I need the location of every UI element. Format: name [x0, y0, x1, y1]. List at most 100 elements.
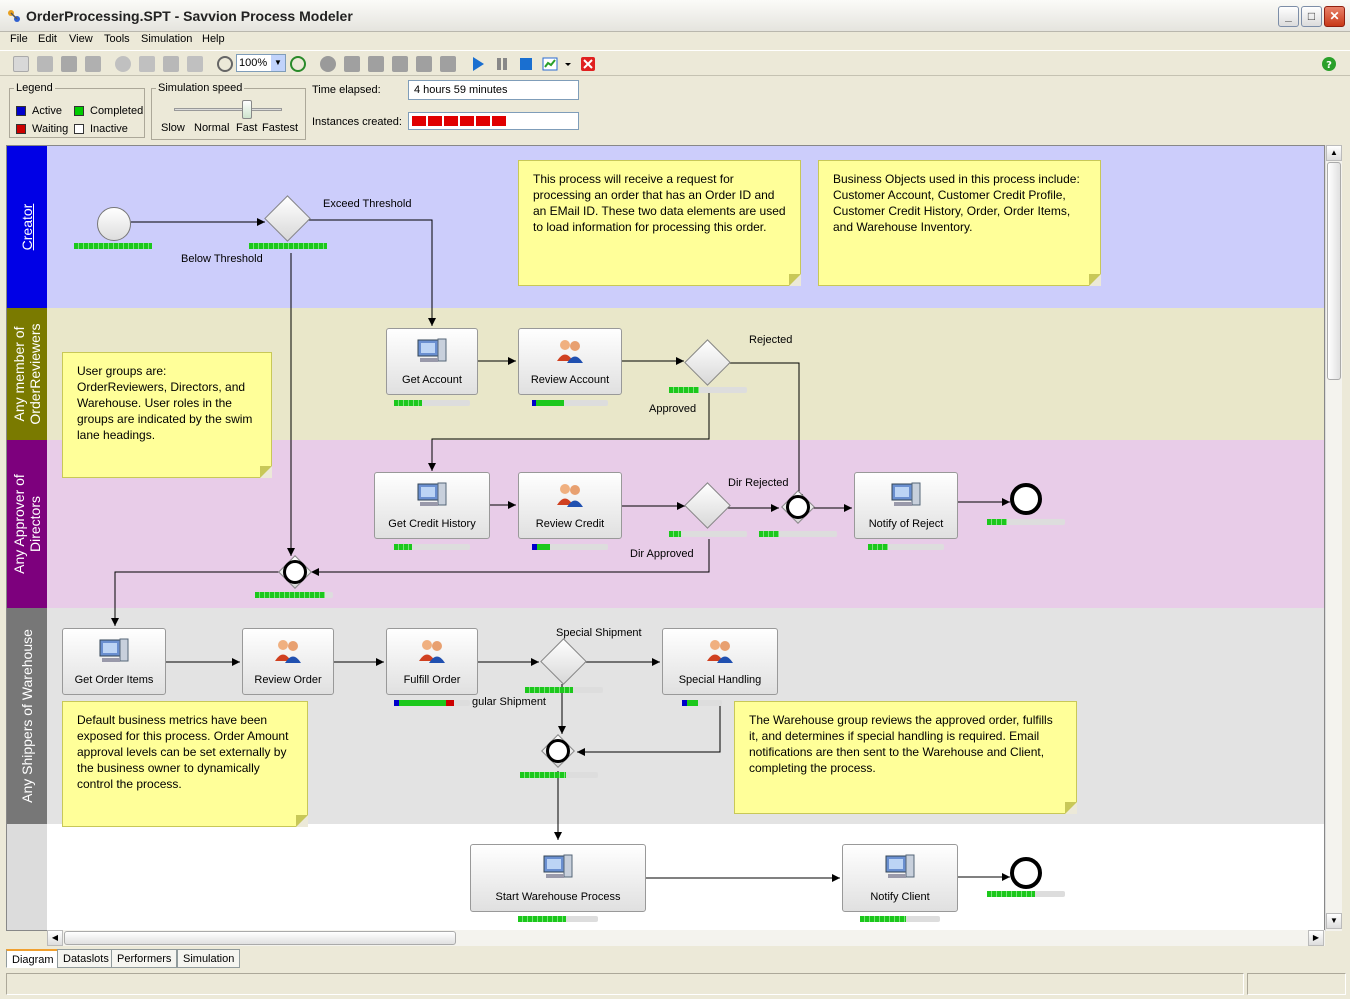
paste-icon[interactable]	[163, 56, 179, 72]
reject-end-event[interactable]	[1010, 483, 1042, 515]
note-process-intro[interactable]: This process will receive a request for …	[518, 160, 801, 286]
align-vertical-icon[interactable]	[392, 56, 408, 72]
task-label: Special Handling	[678, 674, 762, 686]
computer-icon	[885, 854, 915, 878]
layout-icon[interactable]	[440, 56, 456, 72]
tab-performers[interactable]: Performers	[111, 949, 178, 968]
menu-view[interactable]: View	[69, 33, 93, 45]
vertical-scroll-thumb[interactable]	[1327, 162, 1341, 380]
task-review-credit[interactable]: Review Credit	[518, 472, 622, 539]
complete-end-event[interactable]	[1010, 857, 1042, 889]
start-progress	[74, 243, 152, 249]
menu-help[interactable]: Help	[202, 33, 225, 45]
legend-completed-label: Completed	[90, 105, 144, 117]
start-warehouse-progress	[518, 916, 598, 922]
horizontal-scrollbar[interactable]: ◀ ▶	[47, 930, 1325, 946]
note-user-groups[interactable]: User groups are: OrderReviewers, Directo…	[62, 352, 272, 478]
tab-simulation[interactable]: Simulation	[177, 949, 241, 968]
time-elapsed-field: 4 hours 59 minutes	[408, 80, 579, 100]
undo-icon[interactable]	[115, 56, 131, 72]
users-icon	[557, 340, 583, 363]
legend-title: Legend	[14, 82, 55, 94]
new-icon[interactable]	[13, 56, 29, 72]
scroll-down-icon[interactable]: ▼	[1326, 913, 1342, 929]
note-business-objects[interactable]: Business Objects used in this process in…	[818, 160, 1101, 286]
menu-tools[interactable]: Tools	[104, 33, 130, 45]
task-label: Get Order Items	[74, 674, 154, 686]
note-business-metrics[interactable]: Default business metrics have been expos…	[62, 701, 308, 827]
chevron-down-icon[interactable]	[564, 56, 572, 72]
scroll-left-icon[interactable]: ◀	[47, 930, 63, 946]
title-bar: OrderProcessing.SPT - Savvion Process Mo…	[0, 0, 1350, 32]
menu-simulation[interactable]: Simulation	[141, 33, 193, 45]
speed-title: Simulation speed	[156, 82, 245, 94]
open-icon[interactable]	[37, 56, 53, 72]
task-get-order-items[interactable]: Get Order Items	[62, 628, 166, 695]
task-start-warehouse-process[interactable]: Start Warehouse Process	[470, 844, 646, 912]
minimize-button[interactable]: _	[1278, 6, 1299, 27]
tab-dataslots[interactable]: Dataslots	[57, 949, 115, 968]
task-special-handling[interactable]: Special Handling	[662, 628, 778, 695]
task-get-credit-history[interactable]: Get Credit History	[374, 472, 490, 539]
fulfill-order-progress	[394, 700, 470, 706]
notify-client-progress	[860, 916, 940, 922]
cancel-simulation-icon[interactable]	[580, 56, 596, 72]
task-notify-client[interactable]: Notify Client	[842, 844, 958, 912]
review-account-progress	[532, 400, 608, 406]
pause-icon[interactable]	[494, 56, 510, 72]
legend-active-swatch	[16, 106, 26, 116]
zoom-out-icon[interactable]	[217, 56, 233, 72]
vertical-scrollbar[interactable]: ▲ ▼	[1325, 145, 1342, 931]
chart-icon[interactable]	[542, 56, 558, 72]
copy-icon[interactable]	[139, 56, 155, 72]
task-notify-of-reject[interactable]: Notify of Reject	[854, 472, 958, 539]
zoom-select[interactable]: 100%▼	[236, 54, 286, 72]
menu-file[interactable]: File	[10, 33, 28, 45]
cut-icon[interactable]	[187, 56, 203, 72]
close-button[interactable]: ✕	[1324, 6, 1345, 27]
distribute-icon[interactable]	[416, 56, 432, 72]
task-review-order[interactable]: Review Order	[242, 628, 334, 695]
shipment-merge-progress	[520, 772, 598, 778]
status-panel-right	[1247, 973, 1346, 995]
note-warehouse-group[interactable]: The Warehouse group reviews the approved…	[734, 701, 1077, 814]
shipment-gateway-progress	[525, 687, 603, 693]
complete-end-progress	[987, 891, 1065, 897]
print-icon[interactable]	[85, 56, 101, 72]
speed-slider-thumb[interactable]	[242, 100, 252, 119]
align-horizontal-icon[interactable]	[368, 56, 384, 72]
task-label: Review Account	[530, 374, 610, 386]
tab-diagram[interactable]: Diagram	[6, 949, 60, 968]
reject-merge-circle	[786, 495, 810, 519]
save-icon[interactable]	[61, 56, 77, 72]
speed-track	[174, 108, 282, 111]
task-fulfill-order[interactable]: Fulfill Order	[386, 628, 478, 695]
scroll-up-icon[interactable]: ▲	[1326, 145, 1342, 161]
task-label: Get Credit History	[388, 518, 476, 530]
validate-icon[interactable]	[320, 56, 336, 72]
maximize-button[interactable]: □	[1301, 6, 1322, 27]
task-get-account[interactable]: Get Account	[386, 328, 478, 395]
zoom-in-icon[interactable]	[290, 56, 306, 72]
chevron-down-icon[interactable]: ▼	[271, 55, 285, 71]
threshold-gateway-progress	[249, 243, 327, 249]
stop-icon[interactable]	[518, 56, 534, 72]
scroll-right-icon[interactable]: ▶	[1308, 930, 1324, 946]
horizontal-scroll-thumb[interactable]	[64, 931, 456, 945]
lane-header-orderreviewers[interactable]: Any member of OrderReviewers	[7, 308, 47, 440]
special-handling-progress	[682, 700, 722, 706]
menu-bar: File Edit View Tools Simulation Help	[0, 32, 1350, 50]
lane-header-warehouse[interactable]: Any Shippers of Warehouse	[7, 608, 47, 824]
lane-header-creator[interactable]: Creator	[7, 146, 47, 308]
lane-header-directors[interactable]: Any Approver of Directors	[7, 440, 47, 608]
link-icon[interactable]	[344, 56, 360, 72]
menu-edit[interactable]: Edit	[38, 33, 57, 45]
task-review-account[interactable]: Review Account	[518, 328, 622, 395]
label-special-shipment: Special Shipment	[556, 627, 642, 639]
diagram-canvas[interactable]: Creator Any member of OrderReviewers Any…	[6, 145, 1325, 931]
play-icon[interactable]	[470, 56, 486, 72]
start-event[interactable]	[97, 207, 131, 241]
help-icon[interactable]: ?	[1321, 56, 1337, 72]
legend-panel: Legend Active Completed Waiting Inactive	[9, 82, 145, 138]
instance-segment	[476, 116, 490, 126]
